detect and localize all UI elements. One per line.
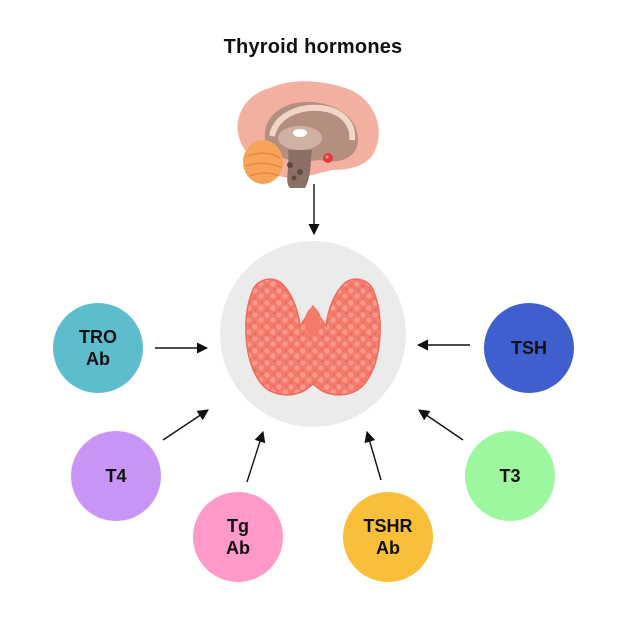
arrows	[155, 184, 470, 483]
node-tsh: TSH	[484, 303, 574, 393]
diagram-title: Thyroid hormones	[223, 36, 403, 58]
node-t4: T4	[71, 431, 161, 521]
arrow-t4	[162, 409, 209, 441]
node-tro-ab-line2: Ab	[86, 349, 110, 369]
node-t3: T3	[465, 431, 555, 521]
node-tshr-ab: TSHR Ab	[343, 492, 433, 582]
thyroid-gland-icon	[245, 278, 381, 396]
node-tshr-ab-line2: Ab	[376, 538, 400, 558]
node-tro-ab-line1: TRO	[79, 327, 117, 347]
brain-icon	[237, 81, 379, 188]
node-tsh-label: TSH	[511, 338, 547, 358]
arrow-tg-ab	[246, 430, 266, 483]
node-tshr-ab-line1: TSHR	[363, 516, 413, 536]
arrow-tshr-ab	[364, 430, 382, 481]
node-tg-ab-line2: Ab	[226, 538, 250, 558]
node-t3-label: T3	[499, 466, 521, 486]
node-tg-ab: Tg Ab	[193, 492, 283, 582]
arrow-t3	[418, 409, 464, 441]
node-t4-label: T4	[105, 466, 127, 486]
node-tro-ab: TRO Ab	[53, 303, 143, 393]
node-tg-ab-line1: Tg	[227, 516, 249, 536]
